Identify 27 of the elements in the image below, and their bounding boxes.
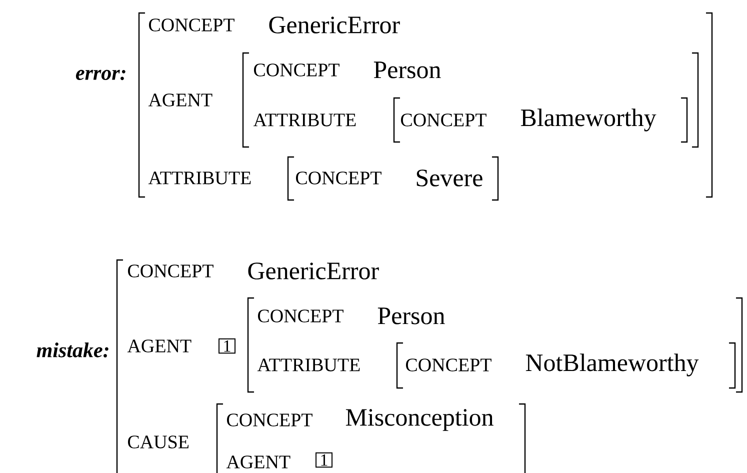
feature-name: AGENT (226, 456, 290, 468)
feature-name: ATTRIBUTE (148, 172, 251, 184)
feature-name: AGENT (127, 340, 192, 352)
feature-name: CONCEPT (406, 358, 492, 372)
feature-value: Person (374, 62, 441, 78)
feature-value: Misconception (346, 409, 494, 431)
feature-name: CONCEPT (149, 18, 234, 32)
feature-name: CONCEPT (258, 310, 344, 322)
row-label: error: (76, 70, 126, 80)
feature-value: Severe (416, 170, 482, 186)
feature-value: Person (378, 308, 445, 324)
feature-value: GenericError (269, 16, 400, 34)
tag-box: 1 (316, 452, 332, 468)
feature-name: CONCEPT (296, 172, 382, 184)
feature-name: AGENT (148, 94, 212, 106)
feature-name: CONCEPT (227, 414, 312, 426)
feature-name: CONCEPT (401, 114, 486, 126)
feature-name: ATTRIBUTE (257, 358, 360, 372)
feature-name: CAUSE (128, 436, 189, 448)
feature-name: CONCEPT (254, 64, 340, 76)
feature-name: CONCEPT (128, 264, 214, 278)
feature-value: GenericError (248, 262, 379, 280)
tag-box: 1 (218, 338, 236, 354)
feature-name: ATTRIBUTE (253, 114, 356, 126)
feature-value: Blameworthy (520, 108, 656, 132)
row-label: mistake: (36, 342, 108, 358)
feature-value: NotBlameworthy (526, 354, 699, 376)
